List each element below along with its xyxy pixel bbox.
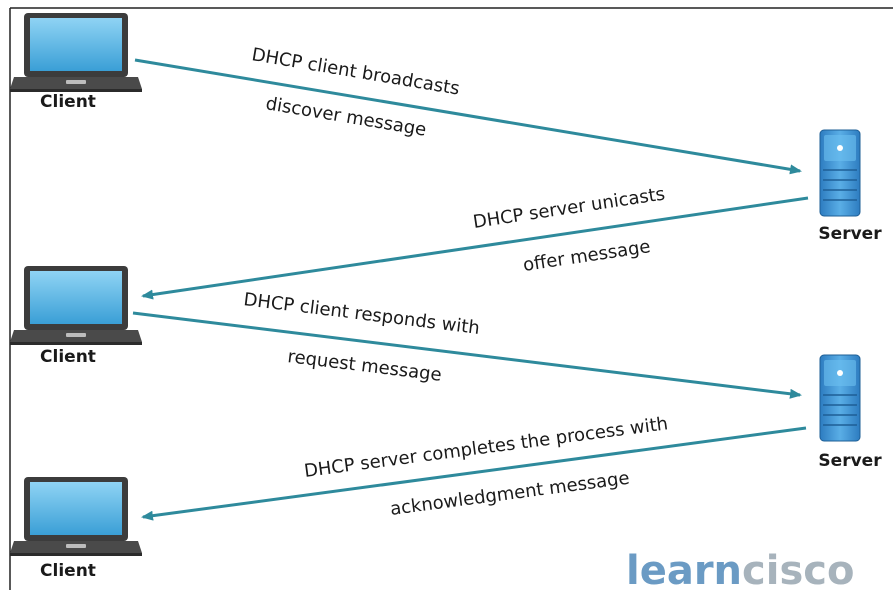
request-arrow — [132, 311, 802, 399]
brand-learn: learn — [626, 548, 742, 590]
offer-arrow — [141, 196, 809, 300]
client-2: Client — [10, 266, 142, 367]
server-1-label: Server — [818, 224, 882, 244]
client-1: Client — [10, 13, 142, 112]
client-3: Client — [10, 477, 142, 581]
discover-line1: DHCP client broadcasts — [250, 44, 461, 99]
offer-line2: offer message — [522, 236, 652, 276]
client-2-label: Client — [40, 347, 96, 367]
server-icon — [819, 354, 861, 442]
laptop-icon — [10, 477, 142, 556]
server-1: Server — [818, 129, 882, 244]
brand-logo: learncisco — [626, 548, 854, 590]
discover-line2: discover message — [264, 93, 428, 141]
offer-line1: DHCP server unicasts — [472, 184, 667, 233]
laptop-icon — [10, 13, 142, 92]
server-2-label: Server — [818, 451, 882, 471]
acknowledgment-arrow — [141, 426, 807, 521]
server-2: Server — [818, 354, 882, 471]
acknowledgment-line2: acknowledgment message — [389, 468, 631, 520]
client-1-label: Client — [40, 92, 96, 112]
request-line2: request message — [286, 346, 442, 386]
laptop-icon — [10, 266, 142, 345]
brand-cisco: cisco — [742, 548, 854, 590]
server-icon — [819, 129, 861, 217]
discover-arrow — [134, 58, 802, 175]
client-3-label: Client — [40, 561, 96, 581]
